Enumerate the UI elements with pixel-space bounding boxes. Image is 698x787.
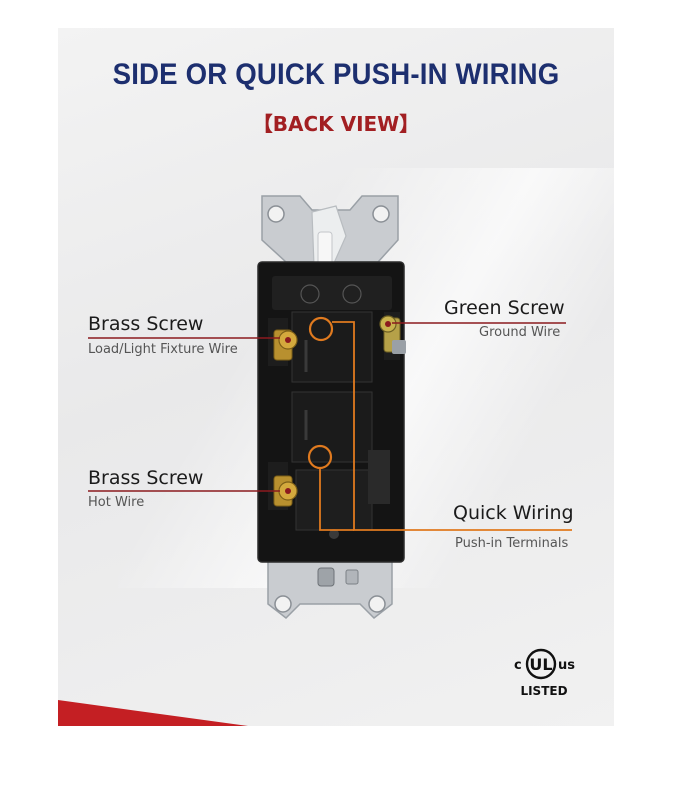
red-corner-accent xyxy=(58,700,248,726)
brass-screw-bottom xyxy=(273,475,298,507)
ul-c-text: c xyxy=(514,658,522,673)
brass-screw-top-label: Brass Screw xyxy=(88,313,204,335)
ul-text: UL xyxy=(529,655,552,674)
switch-body xyxy=(257,261,405,563)
page-title: SIDE OR QUICK PUSH-IN WIRING xyxy=(112,58,560,91)
push-in-terminal-top-circle xyxy=(308,316,334,342)
ul-circle xyxy=(525,648,557,680)
bottom-mounting-strap xyxy=(267,551,393,619)
ul-us-text: us xyxy=(558,658,575,673)
brass-screw-top-sublabel: Load/Light Fixture Wire xyxy=(88,342,238,357)
green-ground-screw xyxy=(379,315,406,354)
view-subtitle: 【BACK VIEW】 xyxy=(252,112,420,136)
brass-screw-bottom-sublabel: Hot Wire xyxy=(88,495,145,510)
quick-wiring-label: Quick Wiring xyxy=(453,502,574,524)
green-screw-label: Green Screw xyxy=(444,297,565,319)
quick-wiring-sublabel: Push-in Terminals xyxy=(455,536,569,551)
brass-screw-bottom-label: Brass Screw xyxy=(88,467,204,489)
green-screw-sublabel: Ground Wire xyxy=(479,325,561,340)
ul-listed-text: LISTED xyxy=(520,684,567,698)
brass-screw-top xyxy=(273,329,298,361)
quick-wiring-leader xyxy=(319,321,572,531)
ul-listed-mark: c UL us LISTED xyxy=(514,648,575,698)
